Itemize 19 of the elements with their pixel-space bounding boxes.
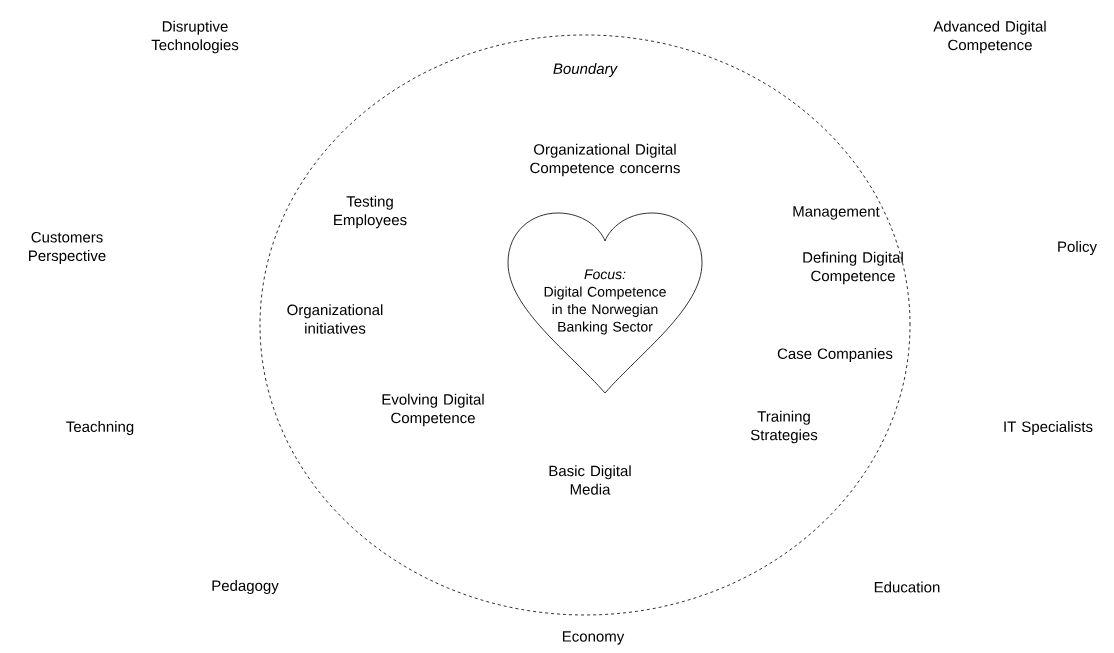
label: Disruptive Technologies — [151, 20, 239, 54]
label: Evolving Digital Competence — [382, 393, 484, 427]
label: Basic Digital Media — [549, 465, 631, 495]
label: Training Strategies — [750, 410, 818, 444]
label: Pedagogy — [212, 580, 279, 594]
label: Organizational Digital Competence concerns — [530, 143, 680, 177]
label: Teachning — [66, 421, 134, 435]
label: IT Specialists — [1004, 421, 1093, 435]
label: Management — [793, 206, 880, 220]
label: Economy — [562, 631, 625, 645]
label: Defining Digital Competence — [803, 251, 903, 285]
label: Customers Perspective — [29, 231, 106, 264]
heart-shape: Focus: Digital Competence in the Norwegian Banking Sector — [507, 212, 703, 394]
label: Education — [874, 581, 940, 593]
label: Advanced Digital Competence — [933, 20, 1046, 54]
label: Organizational initiatives — [287, 304, 383, 334]
label: Policy — [1058, 241, 1097, 255]
label: Testing Employees — [334, 195, 407, 229]
label: Case Companies — [777, 348, 893, 362]
